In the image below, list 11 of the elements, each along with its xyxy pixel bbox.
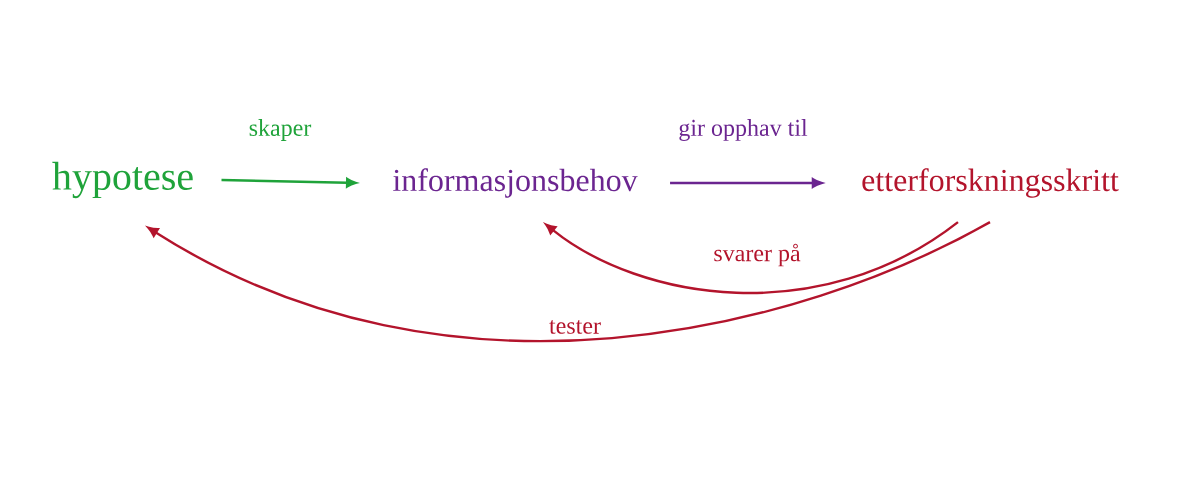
arrow bbox=[221, 177, 357, 188]
node-text: etterforskningsskritt bbox=[862, 168, 1119, 198]
arrow bbox=[670, 178, 823, 188]
arrow bbox=[147, 221, 991, 343]
edge-label: svarer på bbox=[711, 241, 803, 269]
node-text: hypotese bbox=[52, 161, 193, 199]
edge-label: skaper bbox=[246, 117, 314, 143]
arrow bbox=[545, 221, 959, 294]
node-text: informasjonsbehov bbox=[393, 168, 638, 198]
edge-label: gir opphav til bbox=[676, 117, 810, 143]
edge-label: tester bbox=[547, 318, 603, 336]
